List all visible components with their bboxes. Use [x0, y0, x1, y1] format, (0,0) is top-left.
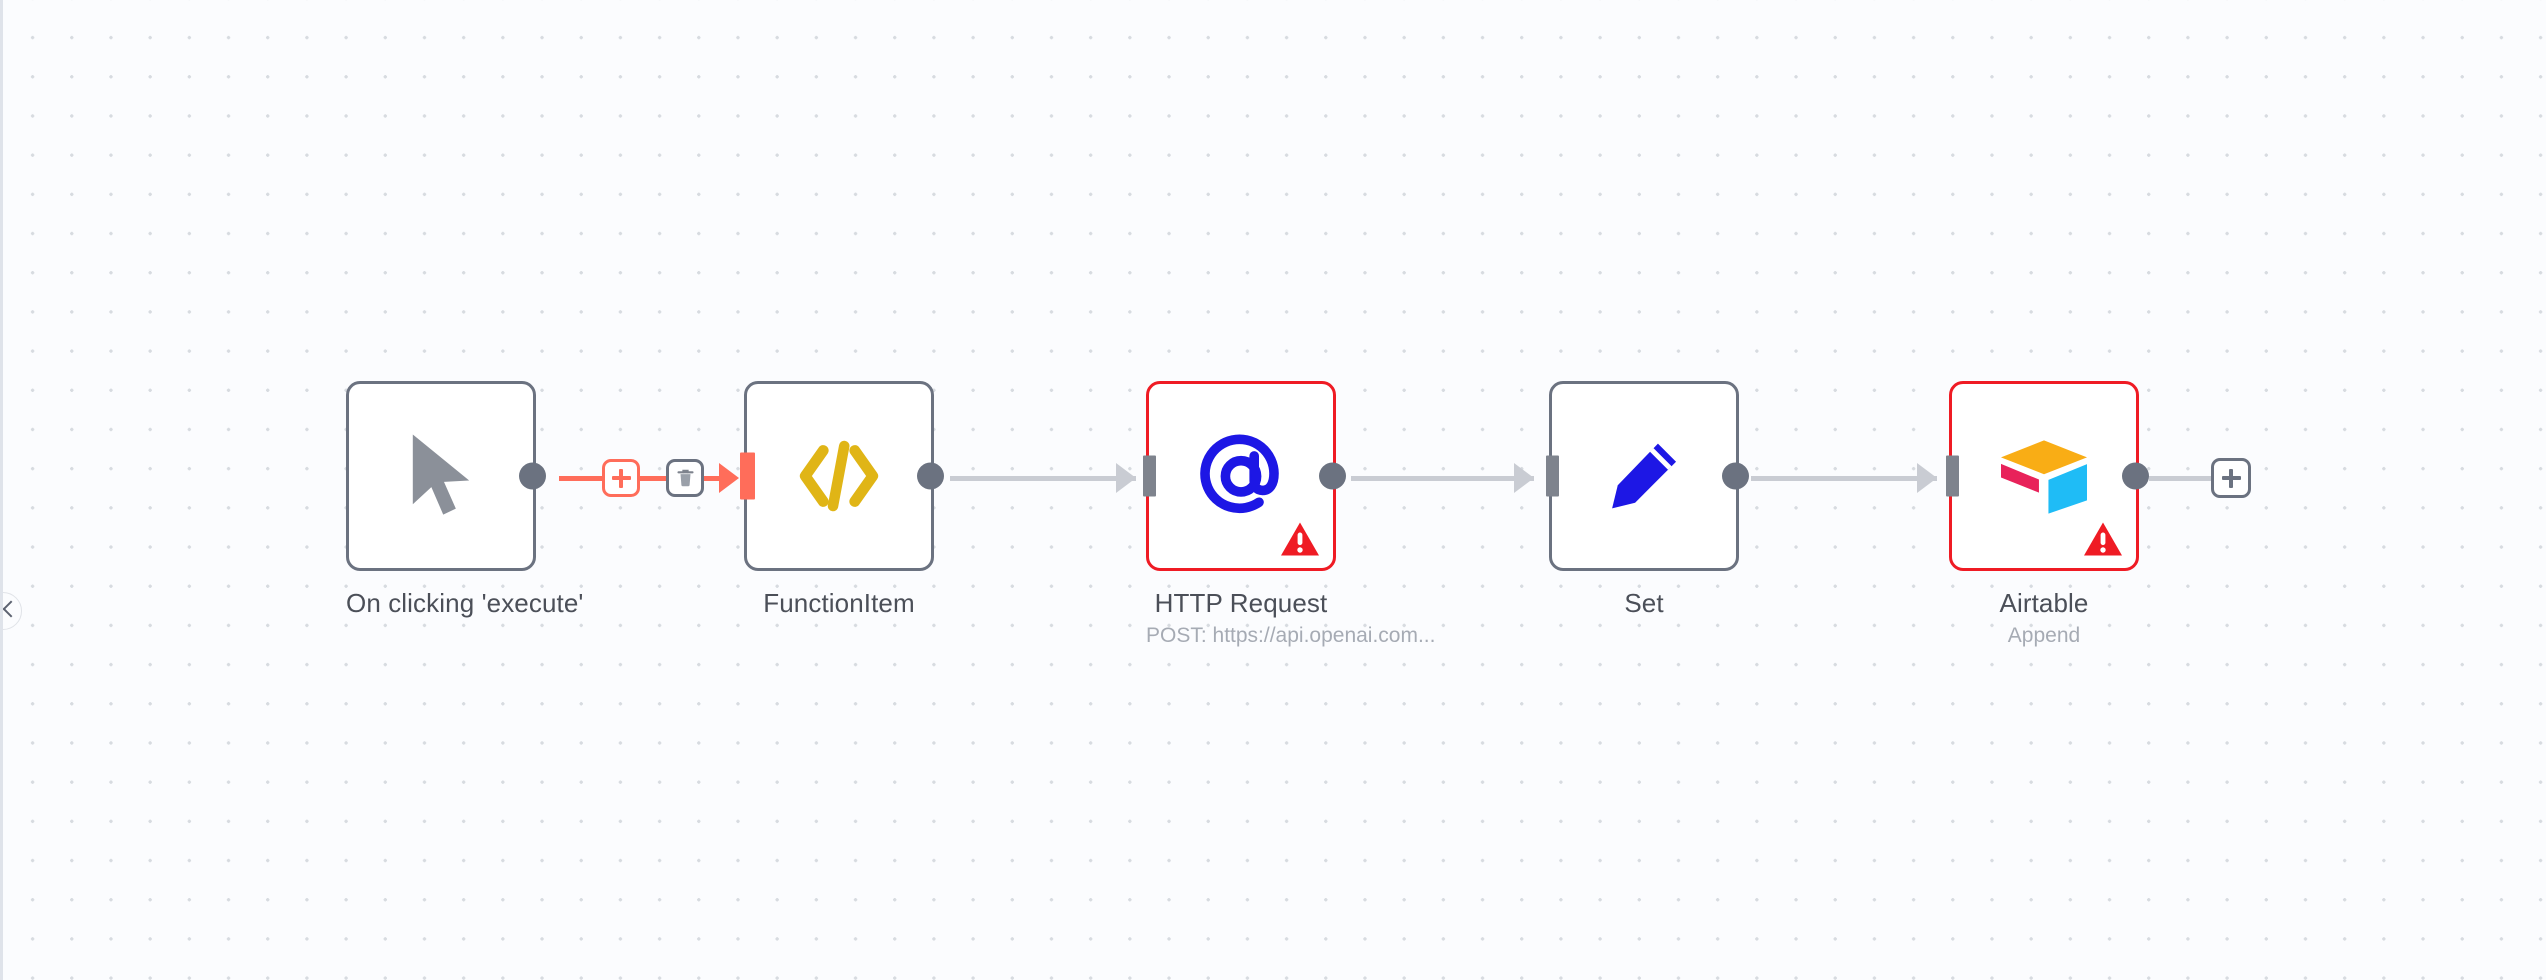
- chevron-left-icon: [3, 600, 20, 618]
- output-endpoint[interactable]: [2122, 462, 2149, 490]
- add-node-on-connection-button[interactable]: [602, 459, 640, 497]
- node-title: FunctionItem: [763, 588, 915, 618]
- node-set[interactable]: Set: [1546, 381, 1749, 619]
- node-title: Set: [1624, 588, 1664, 618]
- input-endpoint[interactable]: [1546, 455, 1559, 497]
- node-body[interactable]: [1143, 381, 1346, 571]
- plus-icon-vertical: [2228, 468, 2234, 488]
- connection-trigger-to-function-mid[interactable]: [640, 476, 666, 481]
- node-error-warning-icon: [2082, 520, 2124, 558]
- connection-set-to-airtable[interactable]: [1751, 476, 1937, 481]
- node-subtitle: Append: [2007, 624, 2081, 647]
- cursor-pointer-icon: [412, 434, 470, 515]
- output-endpoint[interactable]: [917, 462, 944, 490]
- at-sign-icon: [1200, 434, 1279, 514]
- plus-icon-vertical: [618, 468, 624, 488]
- node-body[interactable]: [1546, 381, 1749, 571]
- output-endpoint[interactable]: [1722, 462, 1749, 490]
- code-brackets-icon: [799, 440, 879, 512]
- connection-arrowhead: [1514, 463, 1534, 493]
- connection-function-to-http[interactable]: [950, 476, 1136, 481]
- node-title: On clicking 'execute': [346, 588, 584, 618]
- node-http-request[interactable]: HTTP Request POST: https://api.openai.co…: [1143, 381, 1436, 648]
- connection-arrowhead: [1917, 463, 1937, 493]
- connection-airtable-to-add: [2149, 476, 2211, 481]
- connection-trigger-to-function[interactable]: [559, 476, 603, 481]
- connection-http-to-set[interactable]: [1351, 476, 1534, 481]
- delete-connection-button[interactable]: [666, 459, 704, 497]
- pencil-icon: [1612, 443, 1677, 509]
- input-endpoint[interactable]: [1143, 455, 1156, 497]
- sidebar-collapse-handle[interactable]: [3, 592, 22, 630]
- node-title: HTTP Request: [1154, 588, 1328, 618]
- node-manual-trigger[interactable]: On clicking 'execute': [346, 381, 584, 619]
- node-body[interactable]: [1939, 371, 2149, 581]
- output-endpoint[interactable]: [1319, 462, 1346, 490]
- airtable-logo-icon: [2001, 440, 2087, 514]
- input-endpoint[interactable]: [740, 452, 755, 500]
- node-body[interactable]: [740, 381, 944, 571]
- input-endpoint[interactable]: [1946, 455, 1959, 497]
- node-airtable[interactable]: Airtable Append: [1939, 371, 2149, 648]
- add-node-button[interactable]: [2211, 458, 2251, 498]
- node-function-item[interactable]: FunctionItem: [740, 381, 944, 619]
- connection-arrowhead: [1116, 463, 1136, 493]
- trash-icon: [676, 469, 694, 487]
- connection-arrowhead: [719, 463, 739, 493]
- node-error-warning-icon: [1279, 520, 1321, 558]
- node-subtitle: POST: https://api.openai.com...: [1146, 624, 1436, 647]
- output-endpoint[interactable]: [519, 462, 546, 490]
- node-body[interactable]: [346, 381, 546, 571]
- node-title: Airtable: [1999, 588, 2089, 618]
- connection-trigger-to-function-tail[interactable]: [703, 476, 731, 481]
